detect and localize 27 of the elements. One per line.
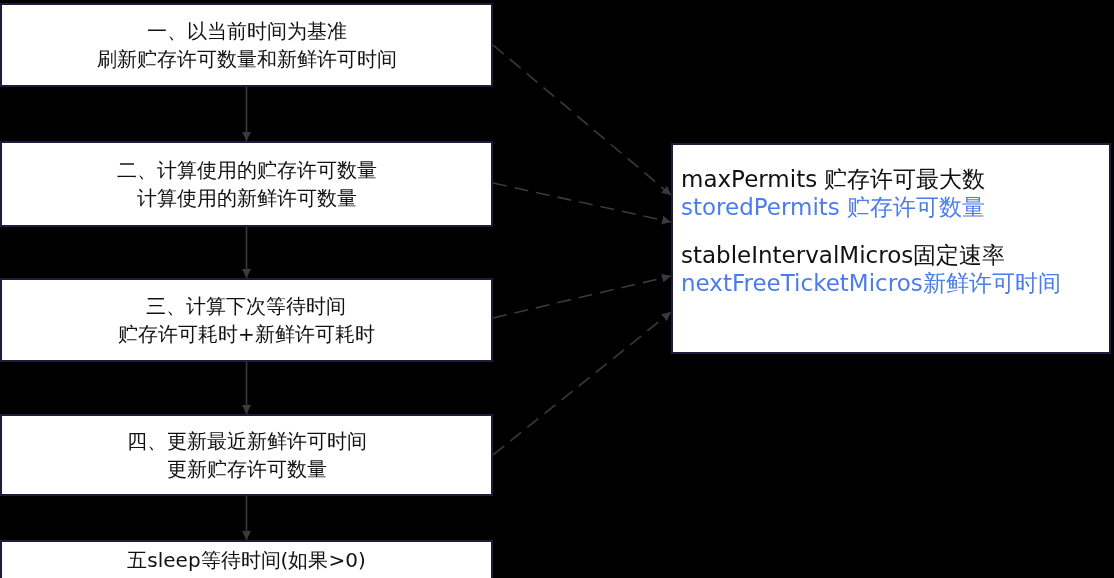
arrow [492, 182, 672, 225]
process-box [0, 540, 493, 578]
step-text: 三、计算下次等待时间 [145, 293, 348, 320]
step-text: 一、以当前时间为基准 [145, 18, 348, 45]
arrow [492, 44, 672, 196]
info-box [671, 143, 1111, 354]
variable-text: storedPermits 贮存许可数量 [681, 193, 987, 221]
process-box [0, 414, 493, 496]
step-text: 计算使用的新鲜许可数量 [135, 185, 358, 212]
step-text: 五sleep等待时间(如果>0) [127, 547, 366, 574]
step-text: 四、更新最近新鲜许可时间 [126, 428, 367, 455]
process-box [0, 141, 493, 227]
arrow [242, 86, 251, 142]
variable-text: nextFreeTicketMicros新鲜许可时间 [681, 269, 1062, 297]
arrow [492, 311, 672, 456]
arrow [242, 226, 251, 279]
process-box [0, 3, 493, 87]
arrow [492, 273, 672, 319]
arrow [242, 361, 251, 415]
step-text: 刷新贮存许可数量和新鲜许可时间 [96, 46, 397, 73]
variable-text: maxPermits 贮存许可最大数 [681, 165, 987, 193]
process-box [0, 278, 493, 362]
step-text: 二、计算使用的贮存许可数量 [116, 157, 377, 184]
step-text: 更新贮存许可数量 [165, 456, 328, 483]
step-text: 贮存许可耗时+新鲜许可耗时 [118, 321, 375, 348]
arrow [242, 495, 251, 541]
variable-text: stableIntervalMicros固定速率 [681, 241, 1007, 269]
